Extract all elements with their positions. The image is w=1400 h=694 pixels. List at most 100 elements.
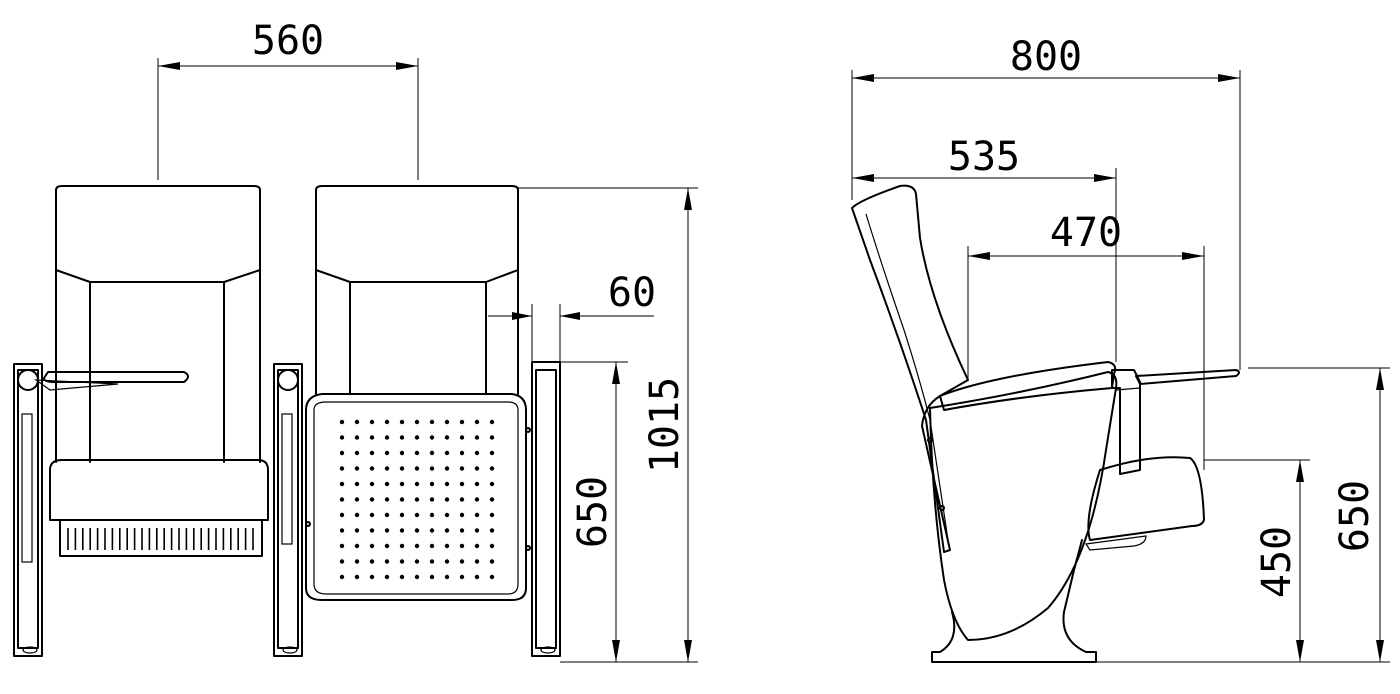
perforation-dot [399,543,405,549]
perforation-dot [474,435,480,440]
perforation-dot [369,497,375,502]
perforation-dot [474,497,480,502]
left-chair-foot-hole [22,646,38,654]
perforation-dot [399,528,405,533]
perforation-dot [354,450,360,456]
perforation-dot [489,450,495,456]
perforation-dot [444,528,450,533]
perforation-dot [444,419,450,425]
perforation-dot [369,466,375,471]
left-chair-front [13,185,269,657]
perforation-dot [339,543,345,549]
perforation-dot [459,497,465,502]
right-chair-seat-perforations [339,419,495,580]
dim-label-650-side: 650 [1332,480,1378,552]
side-chair-side-panel [929,371,1118,641]
perforation-dot [399,512,405,518]
perforation-dot [354,543,360,549]
side-chair-armrest-bracket [1111,369,1141,475]
side-view: 800 535 470 450 [851,34,1390,663]
dim-label-60: 60 [608,270,656,316]
front-view: 560 60 650 1015 [13,18,698,663]
left-chair-backrest [55,185,261,463]
perforation-dot [474,559,480,564]
perforation-dot [369,435,375,440]
dim-label-560: 560 [252,18,324,64]
right-chair-backrest-panel [315,269,519,395]
dim-450: 450 [1204,459,1310,662]
perforation-dot [399,574,405,580]
perforation-dot [384,435,390,440]
perforation-dot [459,559,465,564]
perforation-dot [414,574,420,580]
dim-label-450: 450 [1254,526,1300,598]
perforation-dot [474,512,480,518]
dim-label-535: 535 [948,134,1020,180]
left-chair-stand-slot [21,413,33,563]
dim-650-front: 650 [560,361,628,662]
side-chair-pedestal [931,539,1097,663]
perforation-dot [489,574,495,580]
perforation-dot [369,419,375,425]
perforation-dot [459,466,465,471]
perforation-dot [444,497,450,502]
perforation-dot [414,450,420,456]
perforation-dot [339,481,345,487]
dim-470: 470 [967,210,1205,470]
perforation-dot [384,466,390,471]
perforation-dot [489,497,495,502]
perforation-dot [414,512,420,518]
perforation-dot [474,528,480,533]
perforation-dot [429,574,435,580]
perforation-dot [444,543,450,549]
perforation-dot [459,528,465,533]
dim-60: 60 [488,270,656,362]
perforation-dot [414,435,420,440]
perforation-dot [354,435,360,440]
perforation-dot [339,512,345,518]
perforation-dot [489,543,495,549]
perforation-dot [354,481,360,487]
perforation-dot [459,574,465,580]
perforation-dot [384,512,390,518]
side-chair-profile [851,184,1240,663]
perforation-dot [339,435,345,440]
perforation-dot [339,497,345,502]
side-chair-writing-tablet [1135,369,1240,385]
perforation-dot [369,450,375,456]
dim-560: 560 [157,18,419,180]
side-chair-seat-cushion [939,361,1117,411]
right-chair-folded-seat [305,393,527,601]
dim-label-1015: 1015 [642,377,688,473]
perforation-dot [384,574,390,580]
perforation-dot [399,435,405,440]
perforation-dot [414,559,420,564]
middle-side-stand [273,363,311,657]
perforation-dot [429,528,435,533]
perforation-dot [444,512,450,518]
perforation-dot [444,559,450,564]
right-chair-front [305,185,531,601]
perforation-dot [474,481,480,487]
left-chair-backrest-panel [55,269,261,463]
perforation-dot [459,543,465,549]
perforation-dot [474,574,480,580]
left-chair-writing-tablet [43,371,189,383]
side-chair-backrest [851,184,969,553]
left-chair-seat-cushion [49,459,269,521]
perforation-dot [444,466,450,471]
perforation-dot [354,559,360,564]
perforation-dot [369,543,375,549]
perforation-dot [429,481,435,487]
perforation-dot [429,450,435,456]
perforation-dot [489,466,495,471]
perforation-dot [339,466,345,471]
perforation-dot [414,466,420,471]
perforation-dot [399,481,405,487]
perforation-dot [339,419,345,425]
perforation-dot [414,528,420,533]
perforation-dot [444,481,450,487]
perforation-dot [459,419,465,425]
perforation-dot [384,419,390,425]
